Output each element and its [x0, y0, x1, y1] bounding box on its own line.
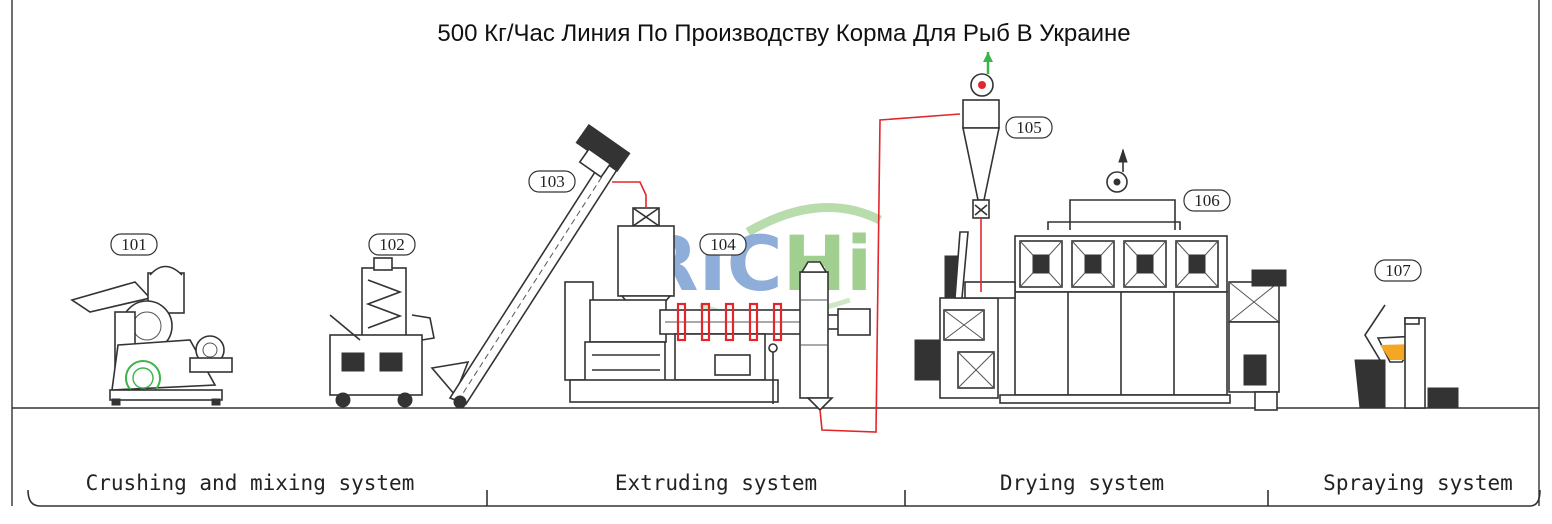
system-label-drying: Drying system	[1000, 471, 1164, 495]
richi-logo: RICHi	[640, 203, 883, 319]
label-tags: 101 102 103 104 105 106 107	[110, 116, 1422, 282]
machine-104-extruder	[564, 207, 871, 412]
system-label-spraying: Spraying system	[1323, 471, 1513, 495]
machine-tag-106: 106	[1183, 189, 1231, 212]
conveying-pipes	[612, 113, 982, 433]
machine-tag-103: 103	[528, 170, 576, 193]
machine-tag-104: 104	[699, 233, 747, 256]
machine-105-cyclone	[962, 52, 1000, 219]
system-sections: Crushing and mixing system Extruding sys…	[27, 471, 1541, 507]
svg-text:107: 107	[1385, 261, 1411, 280]
machine-103-screw-conveyor	[448, 123, 631, 409]
machine-101-crusher	[70, 265, 233, 406]
diagram-title: 500 Кг/Час Линия По Производству Корма Д…	[437, 20, 1130, 47]
machine-tag-102: 102	[368, 233, 416, 256]
svg-text:101: 101	[121, 235, 147, 254]
system-label-crushing-mixing: Crushing and mixing system	[86, 471, 415, 495]
system-bracket-line	[27, 489, 1541, 507]
machine-102-mixer	[329, 257, 470, 408]
pipe-103-to-104	[612, 181, 647, 208]
svg-text:RICHi: RICHi	[640, 219, 872, 308]
machine-107-sprayer	[1354, 304, 1459, 409]
machine-tag-105: 105	[1005, 116, 1053, 139]
pipe-104-to-105	[819, 113, 961, 433]
svg-text:103: 103	[539, 172, 565, 191]
machine-tag-107: 107	[1374, 259, 1422, 282]
svg-text:104: 104	[710, 235, 736, 254]
machine-106-dryer	[914, 148, 1287, 411]
extruder-heating-bands	[676, 302, 783, 342]
svg-text:105: 105	[1016, 118, 1042, 137]
svg-text:102: 102	[379, 235, 405, 254]
system-label-extruding: Extruding system	[615, 471, 817, 495]
machine-tag-101: 101	[110, 233, 158, 256]
svg-text:106: 106	[1194, 191, 1220, 210]
